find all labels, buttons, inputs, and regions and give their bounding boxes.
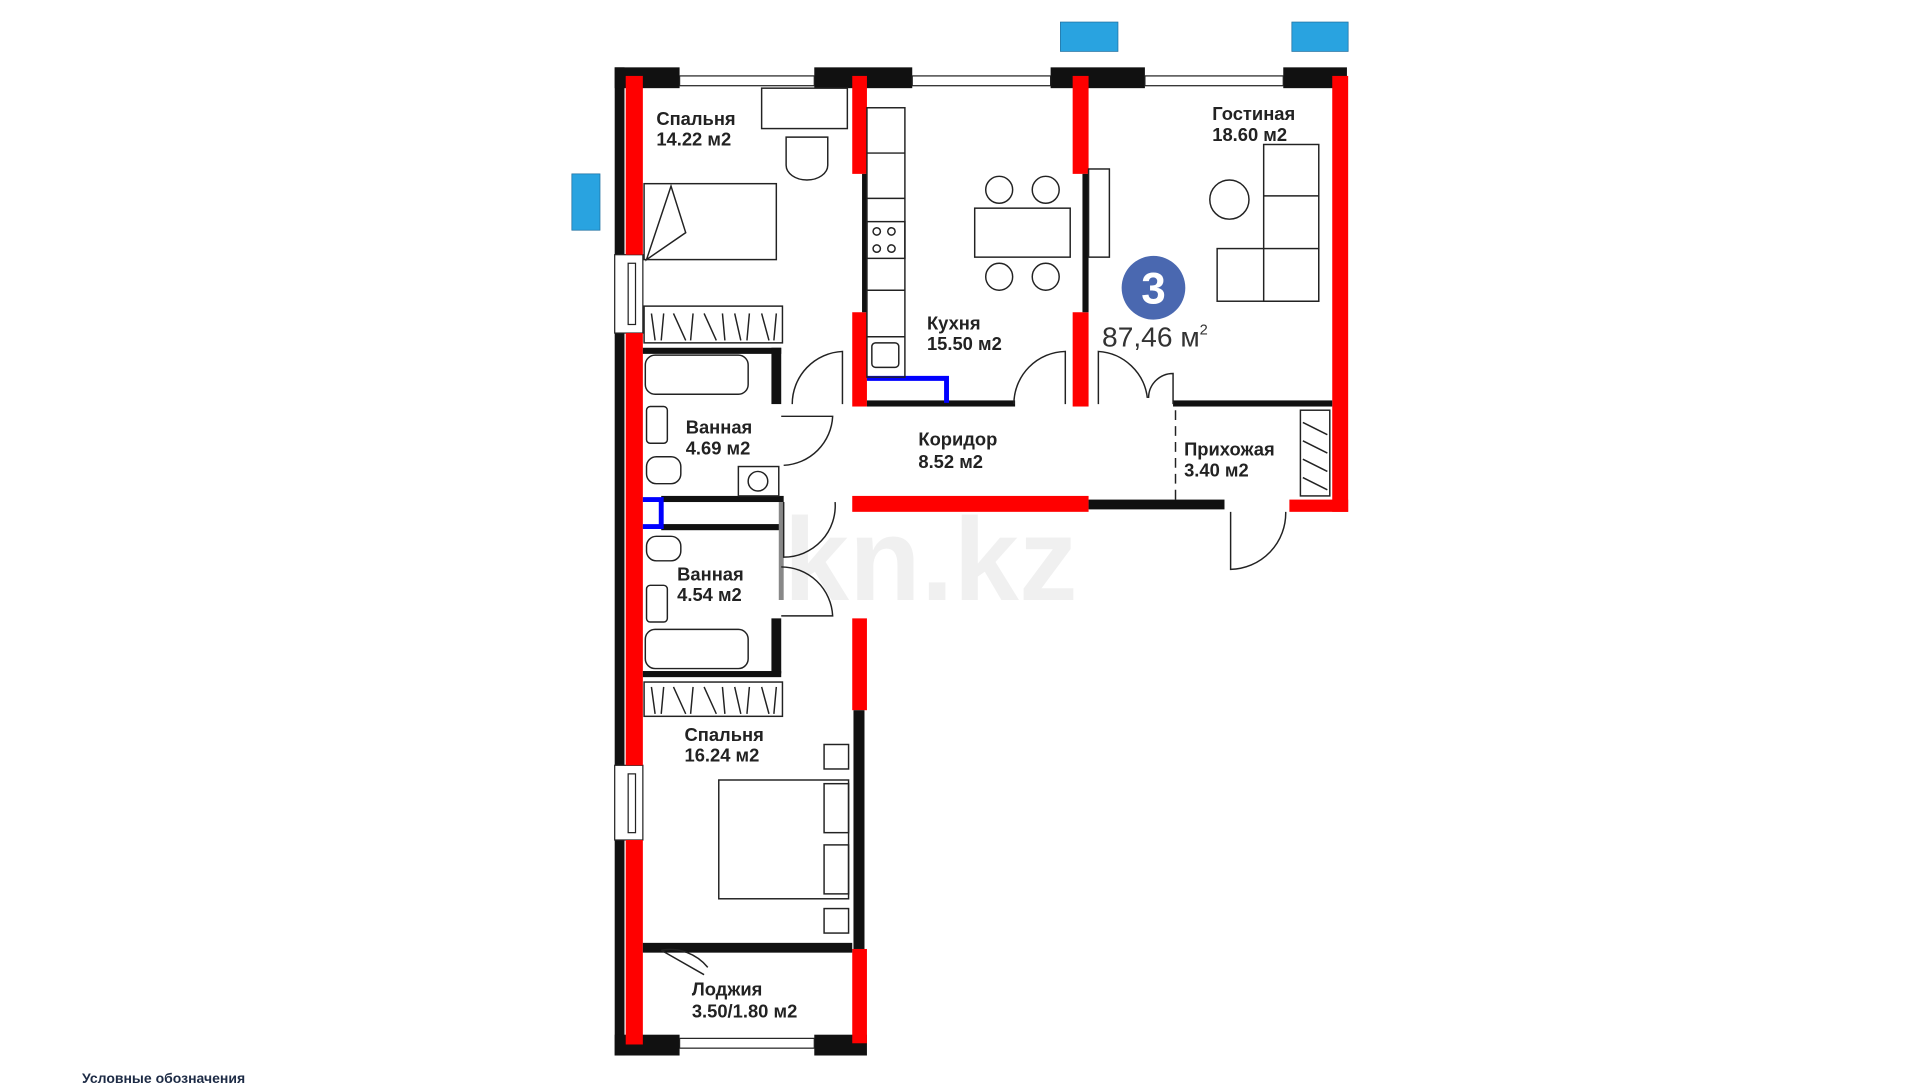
room-area: 16.24 м2 [684, 745, 759, 766]
room-area: 18.60 м2 [1212, 124, 1287, 145]
outer-walls [614, 67, 1347, 1056]
room-area: 14.22 м2 [656, 129, 731, 150]
room-name: Прихожая [1184, 439, 1275, 460]
ac-unit-icon [1291, 21, 1349, 52]
ac-units [571, 21, 1349, 231]
room-labels: Спальня 14.22 м2 Кухня 15.50 м2 Гостиная… [656, 103, 1295, 1022]
room-name: Коридор [918, 429, 997, 450]
room-name: Гостиная [1212, 103, 1295, 124]
apartment-number: 3 [1141, 265, 1166, 314]
room-area: 3.40 м2 [1184, 459, 1249, 480]
legend-title: Условные обозначения [82, 1070, 246, 1086]
room-name: Ванная [686, 416, 753, 437]
room-area: 3.50/1.80 м2 [692, 1001, 797, 1022]
room-name: Спальня [656, 108, 735, 129]
room-area: 4.54 м2 [677, 584, 742, 605]
room-name: Кухня [927, 312, 981, 333]
room-area: 4.69 м2 [686, 437, 751, 458]
furniture [643, 87, 1331, 934]
room-area: 15.50 м2 [927, 333, 1002, 354]
doors [660, 350, 1287, 976]
room-area: 8.52 м2 [918, 451, 983, 472]
ac-unit-icon [571, 173, 601, 231]
room-name: Спальня [684, 724, 763, 745]
shafts [642, 375, 949, 529]
watermark: kn.kz [784, 494, 1078, 625]
bearing-walls [625, 75, 1349, 1045]
ac-unit-icon [1060, 21, 1119, 52]
room-name: Ванная [677, 563, 744, 584]
partition-walls [642, 173, 1333, 953]
total-area: 87,46 м2 [1102, 322, 1208, 353]
room-name: Лоджия [692, 979, 763, 1000]
apartment-badge: 3 [1121, 255, 1186, 320]
